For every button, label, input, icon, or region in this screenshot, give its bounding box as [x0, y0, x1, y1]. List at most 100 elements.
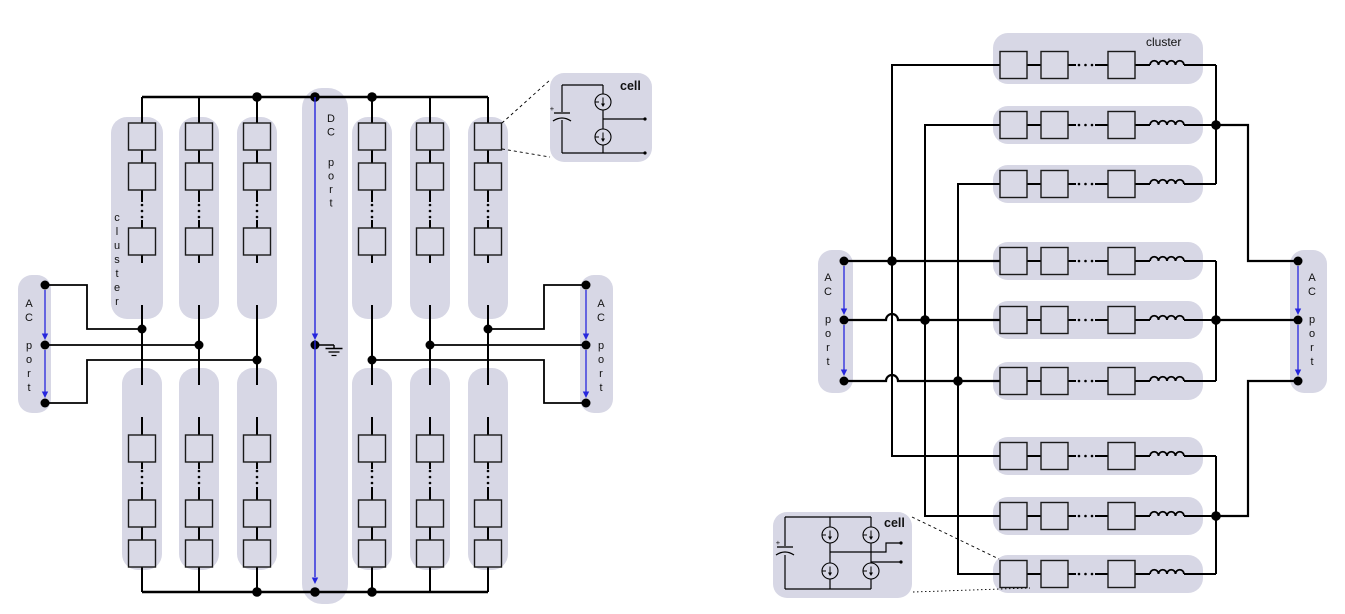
inductor-icon [1149, 255, 1185, 262]
callout-line [911, 516, 1000, 560]
cell-square [1040, 559, 1069, 589]
cell-square [415, 539, 445, 568]
ellipsis-dot [140, 209, 144, 213]
cell-square [357, 162, 387, 191]
ac-phase-wire [45, 284, 142, 330]
port-terminal-dot [40, 398, 50, 408]
cell-square [357, 434, 387, 463]
ellipsis-dot [486, 475, 490, 479]
inductor-icon [1149, 375, 1185, 382]
ellipsis-dot [428, 203, 432, 207]
ellipsis-dot [255, 203, 259, 207]
ellipsis-dot [1077, 454, 1081, 458]
inductor-icon [1149, 178, 1185, 185]
cluster-label: cluster [1146, 35, 1181, 49]
cell-square [1040, 169, 1069, 199]
ellipsis-dot [1090, 259, 1094, 263]
capacitor-plus-label: + [776, 538, 781, 547]
junction-dot [920, 315, 930, 325]
ellipsis-dot [486, 209, 490, 213]
arrow-head-icon [41, 391, 49, 398]
ellipsis-dot [486, 469, 490, 473]
ellipsis-dot [255, 215, 259, 219]
ellipsis-dot [1090, 454, 1094, 458]
cell-square [127, 122, 157, 151]
callout-line [501, 79, 551, 124]
ellipsis-dot [428, 215, 432, 219]
cell-square [242, 122, 272, 151]
ellipsis-dot [197, 209, 201, 213]
cell-square [1040, 441, 1069, 471]
junction-dot [310, 587, 320, 597]
cell-square [1040, 305, 1069, 335]
cell-square [999, 246, 1028, 276]
cell-square [1107, 441, 1136, 471]
port-terminal-dot [40, 340, 50, 350]
cell-square [473, 434, 503, 463]
igbt-arrow-head [601, 103, 605, 107]
port-terminal-dot [1293, 376, 1303, 386]
ac-phase-wire [1216, 379, 1298, 518]
ellipsis-dot [255, 481, 259, 485]
cell-square [127, 499, 157, 528]
igbt-arrow-head [601, 138, 605, 142]
ellipsis-dot [486, 481, 490, 485]
ellipsis-dot [1077, 379, 1081, 383]
ellipsis-dot [428, 481, 432, 485]
ellipsis-dot [140, 469, 144, 473]
cell-square [999, 305, 1028, 335]
cell-square [415, 499, 445, 528]
cell-square [1107, 501, 1136, 531]
cell-square [242, 162, 272, 191]
cell-square [184, 122, 214, 151]
cell-square [999, 169, 1028, 199]
callout-line [501, 148, 551, 158]
ellipsis-dot [1077, 572, 1081, 576]
ellipsis-dot [370, 203, 374, 207]
ellipsis-dot [1084, 123, 1087, 127]
ac-phase-wire [45, 359, 257, 404]
ellipsis-dot [1077, 318, 1081, 322]
ellipsis-dot [428, 209, 432, 213]
port-terminal-dot [839, 256, 849, 266]
ellipsis-dot [1077, 514, 1081, 518]
ellipsis-dot [486, 203, 490, 207]
cell-square [184, 434, 214, 463]
arrow-head-icon [582, 333, 590, 340]
cell-square [1107, 366, 1136, 396]
capacitor-icon [775, 551, 795, 556]
ellipsis-dot [1090, 379, 1094, 383]
cell-square [1040, 110, 1069, 140]
ellipsis-dot [1077, 63, 1081, 67]
inductor-icon [1149, 119, 1185, 126]
ellipsis-dot [1084, 182, 1087, 186]
cell-square [184, 227, 214, 256]
ellipsis-dot [428, 475, 432, 479]
cell-square [473, 227, 503, 256]
ellipsis-dot [370, 481, 374, 485]
cell-square [242, 499, 272, 528]
arrow-head-icon [41, 333, 49, 340]
ellipsis-dot [140, 203, 144, 207]
ellipsis-dot [197, 469, 201, 473]
cell-square [999, 441, 1028, 471]
ac-phase-wire [844, 373, 1000, 383]
cell-square [999, 50, 1028, 80]
inductor-icon [1149, 510, 1185, 517]
cell-square [473, 162, 503, 191]
cell-square [1040, 501, 1069, 531]
terminal-dot [899, 541, 903, 545]
cell-square [242, 227, 272, 256]
port-terminal-dot [581, 280, 591, 290]
ellipsis-dot [1077, 259, 1081, 263]
ac-phase-wire [1216, 123, 1298, 263]
igbt-arrow-head [828, 572, 832, 576]
arrow-head-icon [840, 369, 848, 376]
cell-square [415, 162, 445, 191]
inductor-icon [1149, 314, 1185, 321]
